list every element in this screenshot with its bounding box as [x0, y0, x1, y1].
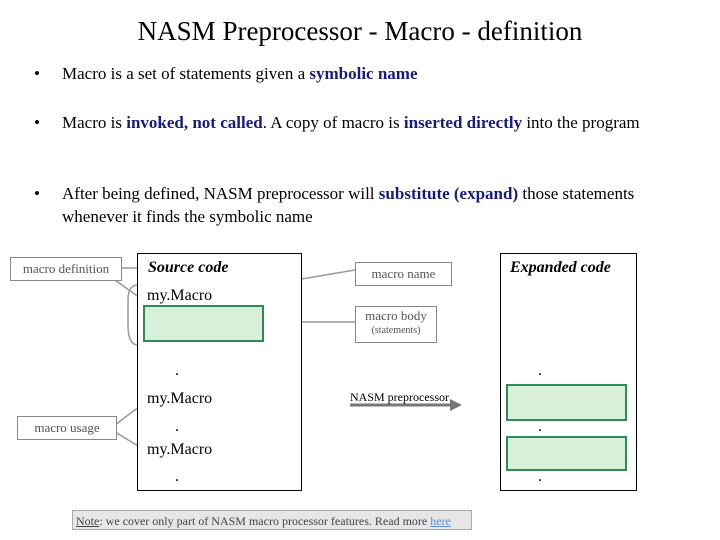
- expanded-dot-1: .: [538, 362, 542, 379]
- slide-title: NASM Preprocessor - Macro - definition: [137, 16, 583, 46]
- nasm-preprocessor-label: NASM preprocessor: [350, 390, 449, 404]
- expanded-dot-3: .: [538, 468, 542, 485]
- bullet-3-text: After being defined, NASM preprocessor w…: [62, 184, 379, 203]
- preprocessor-arrow-head: [450, 399, 462, 411]
- macro-usage-label: macro usage: [17, 416, 117, 440]
- macro-def-brace: [127, 284, 139, 346]
- footnote: Note: we cover only part of NASM macro p…: [72, 510, 472, 530]
- source-dot-3: .: [175, 468, 179, 485]
- macro-usage-1: my.Macro: [147, 390, 213, 407]
- note-link[interactable]: here: [430, 514, 451, 528]
- expanded-code-header: Expanded code: [510, 259, 611, 276]
- bullet-3-text-end: those statements whenever it finds the s…: [62, 184, 635, 226]
- bullet-dot: •: [34, 64, 40, 83]
- bullet-2-highlight-1: invoked, not called: [126, 113, 263, 132]
- macro-def-name: my.Macro: [147, 287, 213, 304]
- source-dot-1: .: [175, 362, 179, 379]
- bullet-2-text-mid: . A copy of macro is: [262, 113, 404, 132]
- expanded-block-1: [506, 384, 627, 421]
- bullet-2-highlight-2: inserted directly: [403, 113, 523, 132]
- macro-definition-label: macro definition: [10, 257, 122, 281]
- macro-body-label: macro body (statements): [355, 306, 437, 343]
- macro-body-block: [143, 305, 264, 342]
- bullet-1-highlight: symbolic name: [309, 64, 418, 83]
- note-text: : we cover only part of NASM macro proce…: [99, 514, 431, 528]
- source-code-header: Source code: [148, 259, 229, 276]
- bullet-1-text: Macro is a set of statements given a: [62, 64, 310, 83]
- macro-body-text: macro body: [365, 308, 427, 323]
- bullet-3-highlight: substitute (expand): [378, 184, 519, 203]
- expanded-block-2: [506, 436, 627, 471]
- macro-name-label: macro name: [355, 262, 452, 286]
- bullet-dot: •: [34, 113, 40, 132]
- bullet-3: • After being defined, NASM preprocessor…: [34, 182, 694, 228]
- bullet-2-text: Macro is: [62, 113, 127, 132]
- bullet-dot: •: [34, 184, 40, 203]
- macro-usage-2: my.Macro: [147, 441, 213, 458]
- bullet-2-text-end: into the program: [522, 113, 640, 132]
- bullet-2: • Macro is invoked, not called. A copy o…: [34, 111, 694, 134]
- bullet-1: • Macro is a set of statements given a s…: [34, 62, 694, 85]
- expanded-dot-2: .: [538, 418, 542, 435]
- source-dot-2: .: [175, 418, 179, 435]
- note-prefix: Note: [76, 514, 100, 528]
- source-code-box: [137, 253, 302, 491]
- statements-text: (statements): [371, 325, 421, 336]
